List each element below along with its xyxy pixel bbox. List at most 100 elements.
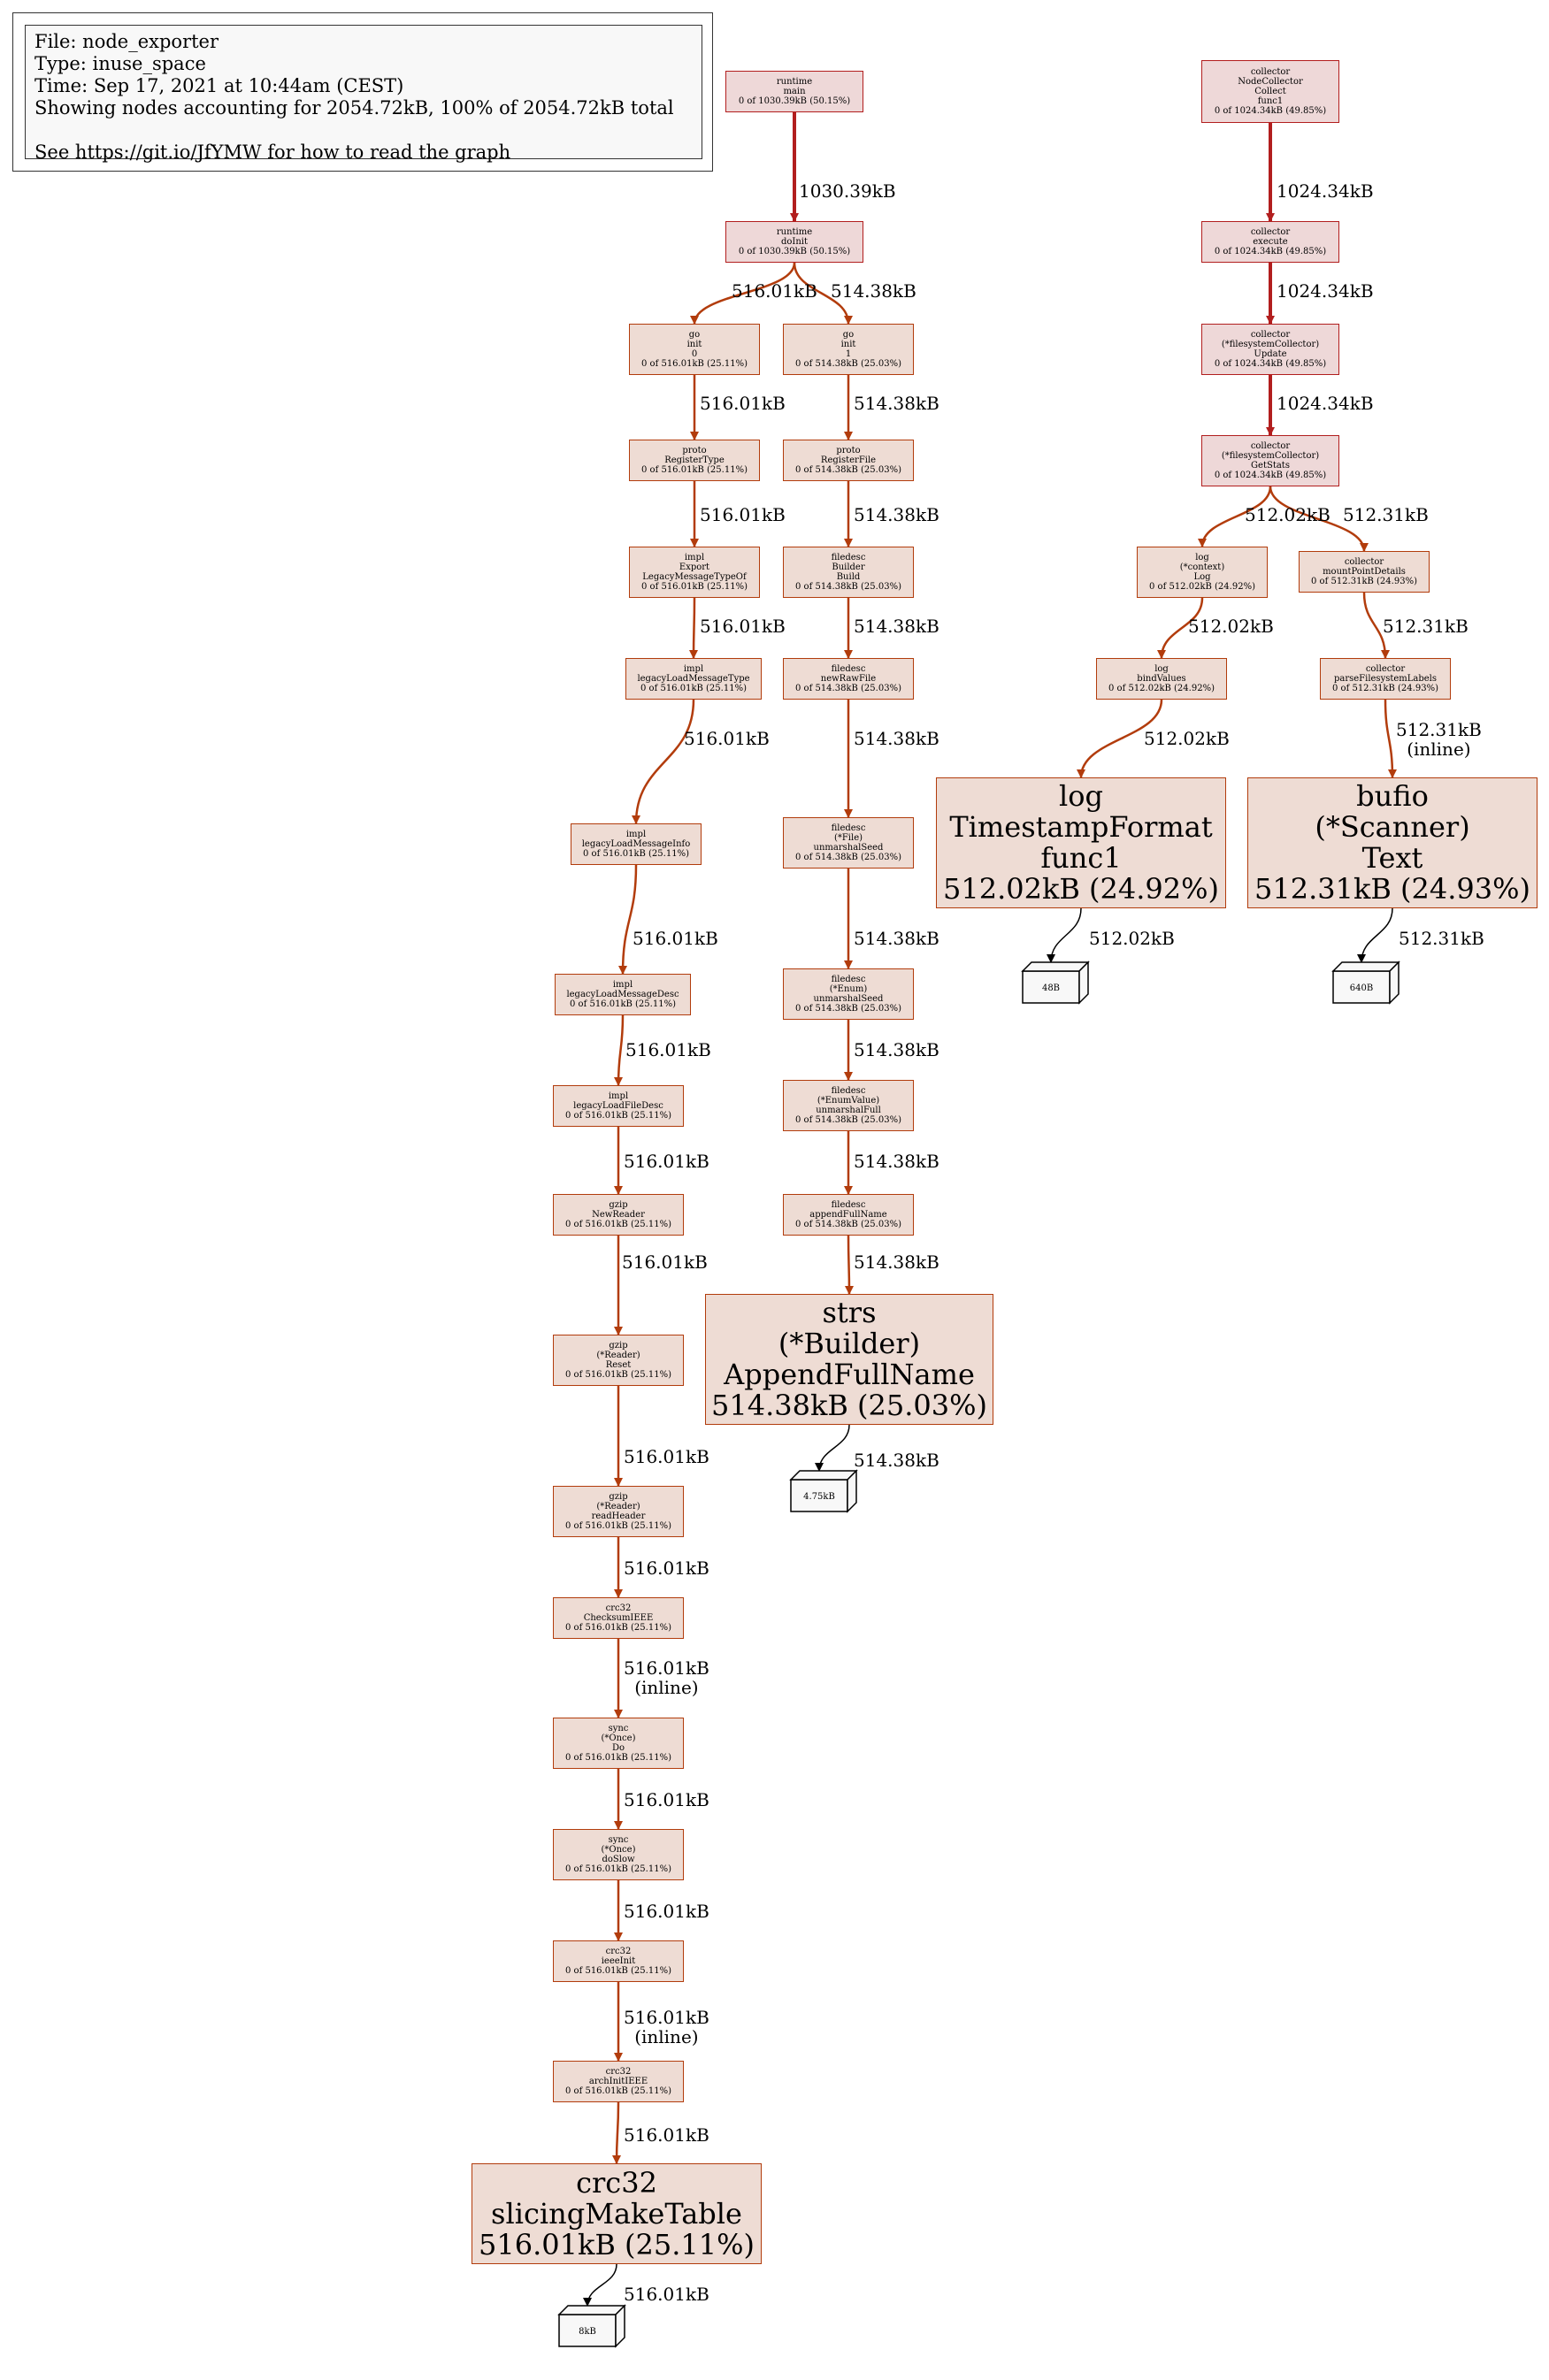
edge-label: 516.01kB (624, 1447, 709, 1466)
legend-time: Time: Sep 17, 2021 at 10:44am (CEST) (35, 75, 404, 96)
edge-label: 1024.34kB (1277, 281, 1374, 301)
node-label-line: readHeader (591, 1511, 646, 1521)
alloc-size-cube-ts[interactable]: 48B (1021, 960, 1090, 1005)
edge-weight: 514.38kB (854, 1039, 939, 1060)
edge-e-slicing-cube[interactable] (583, 2263, 617, 2307)
edge-weight: 516.01kB (624, 1446, 709, 1467)
edge-label: 1024.34kB (1277, 394, 1374, 413)
node-label-line: 0 of 516.01kB (25.11%) (565, 1111, 671, 1121)
node-label-line: go (688, 330, 701, 340)
edge-e-lmt-lmi[interactable] (632, 699, 695, 824)
edge-e-getstats-mpd[interactable] (1269, 486, 1369, 552)
node-label-line: 0 of 1024.34kB (49.85%) (1214, 106, 1327, 116)
edge-e-lmi-lmd[interactable] (618, 864, 638, 975)
node-label-line: runtime (776, 77, 813, 87)
node-label-line: legacyLoadMessageType (637, 674, 750, 684)
node-label-line: (*EnumValue) (817, 1096, 880, 1106)
node-label-line: 0 of 516.01kB (25.11%) (565, 1864, 671, 1874)
cube-side (615, 2304, 625, 2348)
node-label-line: doInit (780, 237, 809, 247)
edge-e-bufio-cube[interactable] (1357, 907, 1393, 963)
edge-e-pfl-bufio[interactable] (1384, 699, 1397, 778)
alloc-size-cube-strs[interactable]: 4.75kB (789, 1469, 858, 1513)
edge-e-arch-slicing[interactable] (612, 2101, 622, 2164)
alloc-size-cube-slicing[interactable]: 8kB (557, 2304, 626, 2348)
node-label-line: crc32 (576, 2165, 657, 2200)
edge-label: 514.38kB (854, 1152, 939, 1171)
edge-e-ts-cube[interactable] (1047, 907, 1082, 963)
node-label-line: crc32 (605, 2067, 632, 2077)
alloc-size-cube-bufio[interactable]: 640B (1331, 960, 1400, 1005)
edge-weight: 516.01kB (624, 1657, 709, 1679)
node-label-line: 0 of 514.38kB (25.03%) (795, 1115, 901, 1125)
edge-e-afn-strs[interactable] (844, 1235, 854, 1295)
edge-e-strs-cube[interactable] (815, 1424, 850, 1472)
edge-label: 516.01kB(inline) (624, 1658, 709, 1697)
edge-e-bind-ts[interactable] (1077, 699, 1163, 778)
cube-front (790, 1479, 848, 1512)
node-label-line: log (1059, 779, 1103, 813)
node-label-line: collector (1344, 557, 1384, 567)
edge-e-lmd-lfd[interactable] (614, 1014, 625, 1086)
node-label-line: ChecksumIEEE (583, 1613, 654, 1623)
edge-weight: 512.31kB (1383, 616, 1468, 637)
node-label-line: 0 of 516.01kB (25.11%) (641, 359, 748, 369)
cube-side (1389, 960, 1399, 1005)
cube-side (847, 1469, 857, 1513)
edge-e-doInit-init0[interactable] (690, 262, 796, 325)
edge-e-log-bind[interactable] (1157, 597, 1204, 659)
legend-see-link[interactable]: See https://git.io/JfYMW for how to read… (35, 142, 511, 163)
edge-label: 512.02kB (1089, 929, 1175, 948)
node-label-line: func1 (1257, 96, 1284, 106)
edge-label: 516.01kB (624, 2284, 709, 2304)
node-label-line: runtime (776, 227, 813, 237)
edge-label: 516.01kB (684, 729, 770, 748)
node-label-line: RegisterFile (820, 455, 877, 465)
edge-e-getstats-log[interactable] (1198, 486, 1272, 547)
edge-e-doInit-init1[interactable] (793, 262, 853, 325)
edge-e-mpd-pfl[interactable] (1362, 592, 1390, 659)
node-label-line: archInitIEEE (588, 2077, 648, 2086)
edge-label: 516.01kB(inline) (624, 2008, 709, 2047)
edge-label: 516.01kB (700, 616, 786, 636)
edge-label: 512.31kB(inline) (1396, 720, 1482, 759)
